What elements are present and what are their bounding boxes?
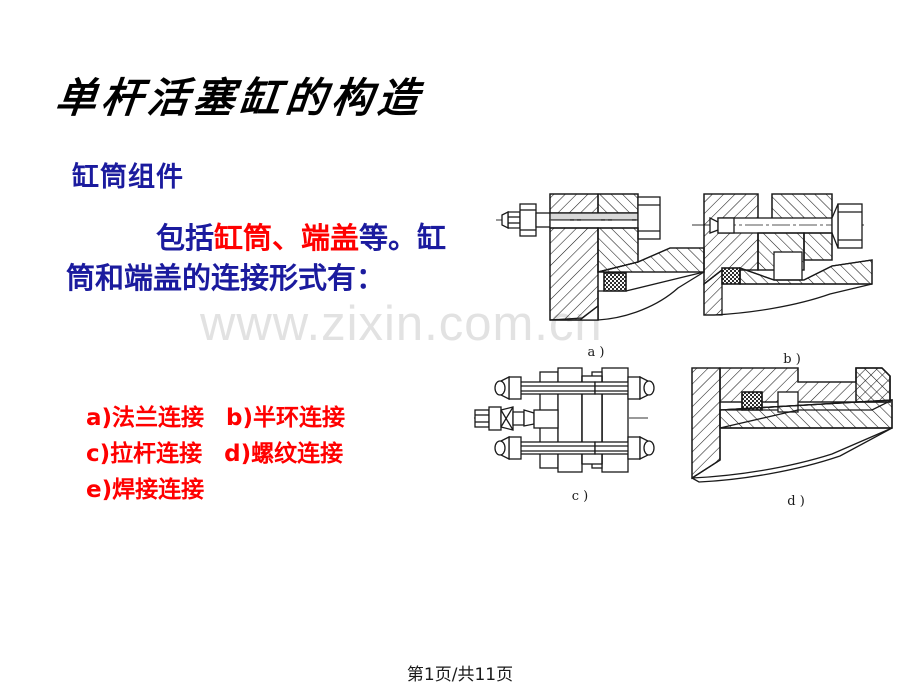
drawing-panel-a: a ) bbox=[496, 193, 705, 360]
drawing-panel-c: c ) bbox=[474, 367, 655, 504]
list-row: c)拉杆连接 d)螺纹连接 bbox=[86, 436, 345, 472]
technical-drawing-figure: a ) bbox=[452, 160, 914, 510]
drawing-panel-b: b ) bbox=[692, 193, 873, 367]
paragraph-segment-1: 包括 bbox=[156, 221, 215, 255]
list-row: e)焊接连接 bbox=[86, 472, 345, 508]
paragraph-segment-2-highlight: 缸筒、端盖 bbox=[214, 221, 360, 255]
list-item-c: c)拉杆连接 bbox=[86, 441, 203, 467]
panel-d-caption: d ) bbox=[787, 494, 805, 509]
paragraph-segment-3: 等。缸筒和端盖的连接 bbox=[66, 221, 447, 295]
list-item-e: e)焊接连接 bbox=[86, 477, 205, 503]
list-item-b: b)半环连接 bbox=[226, 405, 346, 431]
list-item-d: d)螺纹连接 bbox=[224, 441, 344, 467]
panel-c-caption: c ) bbox=[572, 489, 589, 504]
drawing-panel-d: d ) bbox=[691, 367, 893, 509]
connection-type-list: a)法兰连接 b)半环连接 c)拉杆连接 d)螺纹连接 e)焊接连接 bbox=[86, 400, 345, 508]
panel-a-caption: a ) bbox=[588, 345, 605, 360]
list-item-a: a)法兰连接 bbox=[86, 405, 205, 431]
page-indicator: 第1页/共11页 bbox=[406, 665, 514, 685]
paragraph-segment-4: 形式有： bbox=[269, 261, 386, 295]
body-paragraph: 包括缸筒、端盖等。缸筒和端盖的连接形式有： bbox=[66, 218, 456, 298]
list-row: a)法兰连接 b)半环连接 bbox=[86, 400, 345, 436]
page-title: 单杆活塞缸的构造 bbox=[53, 74, 427, 122]
section-subheading: 缸筒组件 bbox=[72, 162, 184, 193]
panel-b-caption: b ) bbox=[783, 352, 801, 367]
